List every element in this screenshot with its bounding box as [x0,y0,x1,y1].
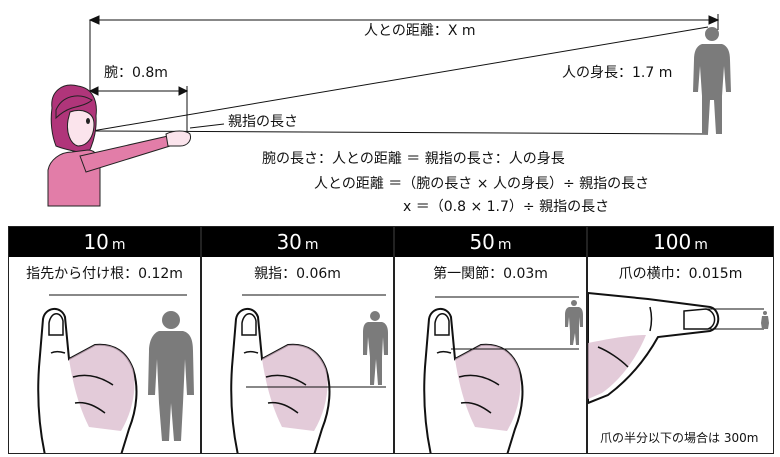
hand-icon [423,308,524,453]
thumb-illustration [230,294,388,453]
panel-measure-label: 爪の横巾：0.015m [618,266,743,282]
formula-substituted: x ＝（0.8 × 1.7）÷ 親指の長さ [403,199,610,215]
person-height-label: 人の身長：1.7 m [562,65,673,81]
measure-lines [242,294,386,388]
distance-label: 人との距離：X m [364,23,476,39]
note-half-nail: 爪の半分以下の場合は 300m [600,431,759,445]
thumb-illustration [423,296,583,453]
arm-arrow [88,86,189,132]
person-silhouette-far [693,27,731,134]
thumb-horizontal-illustration [588,291,769,405]
formula-ratio: 腕の長さ：人との距離 ＝ 親指の長さ：人の身長 [262,151,565,167]
person-illustration [47,84,191,207]
formula-distance: 人との距離 ＝（腕の長さ × 人の身長）÷ 親指の長さ [314,176,650,192]
measure-lines [706,308,764,330]
person-silhouette [565,300,583,345]
sight-lines [91,26,709,135]
thumb-illustration [37,294,194,453]
arm-length-label: 腕：0.8m [104,65,168,81]
person-silhouette [363,311,388,385]
panel-measure-label: 親指：0.06m [254,266,341,282]
person-silhouette [148,311,194,441]
measure-lines [435,296,579,350]
thumb-length-label: 親指の長さ [228,114,298,130]
panel-measure-label: 第一関節：0.03m [433,266,548,282]
hand-icon [588,291,720,405]
hand-icon [37,308,138,453]
top-diagram [47,14,731,207]
hand-icon [230,308,331,453]
person-silhouette [761,311,769,329]
panel-measure-label: 指先から付け根：0.12m [26,266,183,282]
